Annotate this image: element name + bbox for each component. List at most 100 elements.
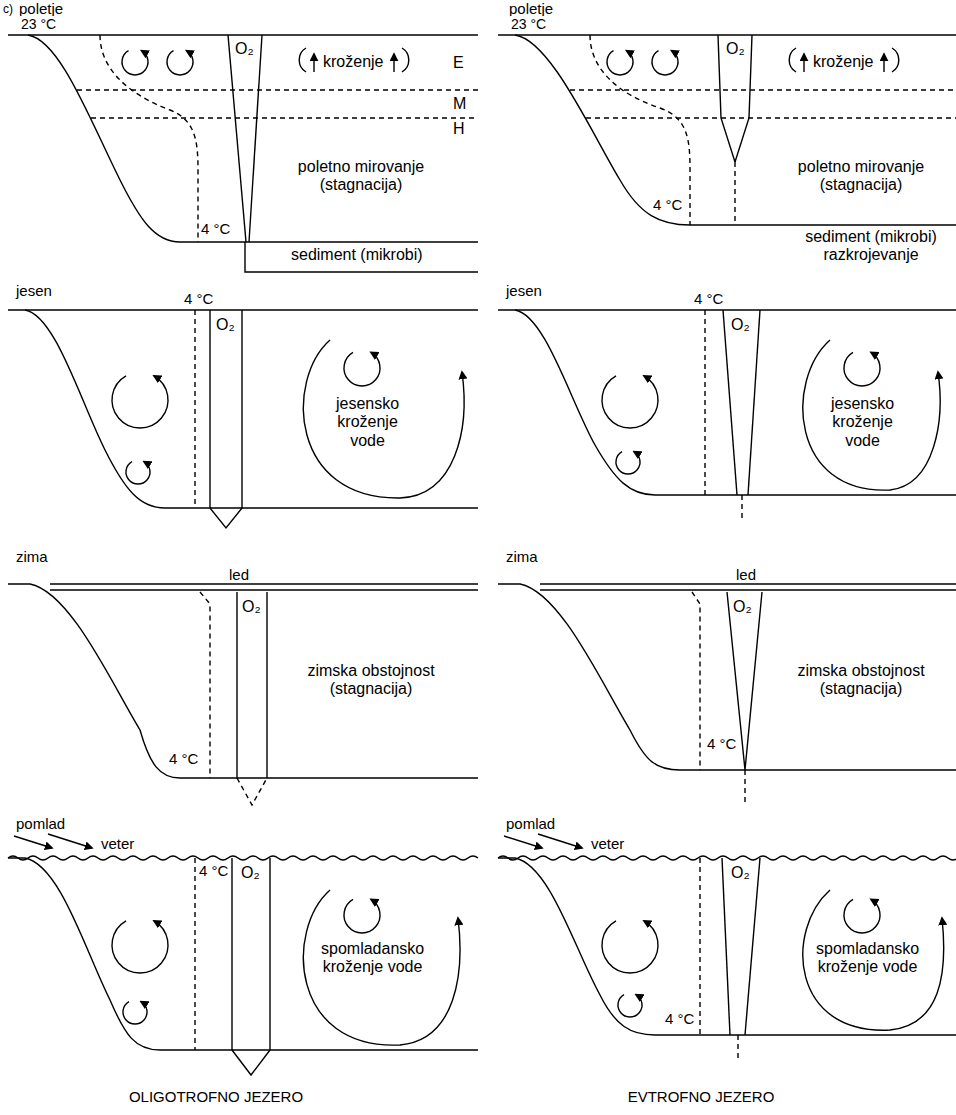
circulation-arrow <box>393 54 394 72</box>
layer-boundary <box>77 89 478 90</box>
circulation-arrow <box>123 1002 147 1024</box>
circulation-arrow <box>112 376 168 428</box>
circulation-arrow <box>303 340 464 498</box>
circulation-label: kroženje <box>812 53 874 71</box>
oxygen-profile <box>210 508 242 528</box>
lake-basin <box>25 310 478 508</box>
ice-label: led <box>228 566 250 583</box>
season-heading: poletje <box>508 0 554 17</box>
oxygen-profile <box>231 858 232 1050</box>
oxygen-profile <box>269 858 270 1050</box>
water-surface <box>498 309 956 310</box>
oxygen-profile <box>209 310 210 508</box>
wavy-surface <box>498 856 956 860</box>
oxygen-profile <box>236 592 237 778</box>
oxygen-label: O₂ <box>730 316 751 334</box>
lake-panel: zimaledO₂zimska obstojnost (stagnacija)4… <box>490 545 956 810</box>
ice-layer <box>50 589 478 590</box>
temperature-label: 4 °C <box>706 735 737 752</box>
circulation-label: spomladansko kroženje vode <box>320 940 425 977</box>
panel-letter: c) <box>2 3 14 17</box>
water-surface <box>8 309 478 310</box>
circulation-arrow <box>602 376 658 428</box>
oxygen-profile <box>241 310 242 508</box>
lake-panel: jesen4 °CO₂jesensko kroženje vode <box>490 280 956 535</box>
layer-boundary <box>586 117 956 118</box>
water-surface <box>498 34 956 35</box>
column-caption: EVTROFNO JEZERO <box>550 1088 852 1105</box>
stagnation-label: zimska obstojnost (stagnacija) <box>780 662 942 699</box>
temperature-profile <box>200 592 210 778</box>
lake-basin <box>28 35 478 242</box>
circulation-arrow <box>616 452 640 474</box>
oxygen-label: O₂ <box>240 864 261 882</box>
oxygen-profile <box>723 310 737 495</box>
spring-eutrophic <box>498 834 956 1060</box>
lake-basin <box>8 858 478 1050</box>
wind-arrow <box>48 834 92 848</box>
oxygen-profile <box>237 778 267 805</box>
temperature-label: 4 °C <box>652 196 683 213</box>
circulation-arrow <box>313 54 314 72</box>
layer-letter: E <box>452 54 465 72</box>
oxygen-profile <box>266 592 267 778</box>
stagnation-label: zimska obstojnost (stagnacija) <box>290 662 452 699</box>
lake-panel: pomlad veter 4 °C O₂ spomladansko kroženje v… <box>0 812 478 1080</box>
circulation-label: jesensko kroženje vode <box>335 395 400 450</box>
temperature-label: 4 °C <box>200 220 231 237</box>
oxygen-profile <box>228 35 246 242</box>
lake-basin <box>515 310 956 495</box>
oxygen-profile <box>744 770 745 805</box>
summer-eutrophic <box>498 35 956 225</box>
layer-letter: H <box>452 120 466 138</box>
winter-oligotrophic <box>8 584 478 805</box>
oxygen-profile <box>249 35 262 242</box>
season-heading: pomlad <box>505 815 556 832</box>
wind-label: veter <box>100 835 135 852</box>
sediment-label: sediment (mikrobi) <box>290 246 424 264</box>
circulation-arrow <box>618 995 642 1017</box>
oxygen-profile <box>745 858 760 1035</box>
lake-panel: jesen4 °CO₂jesensko kroženje vode <box>0 280 478 535</box>
circulation-arrow <box>344 352 380 386</box>
column-caption: OLIGOTROFNO JEZERO <box>60 1088 372 1105</box>
season-heading: jesen <box>15 282 53 299</box>
layer-boundary <box>570 89 956 90</box>
oxygen-label: O₂ <box>234 40 255 58</box>
circulation-arrow <box>607 51 633 75</box>
oxygen-profile <box>741 495 742 520</box>
temperature-label: 4 °C <box>664 1010 695 1027</box>
circulation-bracket <box>402 48 409 72</box>
wind-label: veter <box>590 835 625 852</box>
temperature-label: 4 °C <box>183 290 214 307</box>
circulation-arrow <box>883 54 884 72</box>
circulation-arrow <box>844 352 880 386</box>
temperature-label: 4 °C <box>693 290 724 307</box>
temperature-label: 4 °C <box>198 862 229 879</box>
lake-panel: poletje23 °CO₂kroženjeEMHpoletno mirovan… <box>0 0 478 275</box>
wind-arrow <box>14 836 52 848</box>
circulation-arrow <box>303 890 460 1045</box>
oxygen-profile <box>748 310 760 495</box>
oxygen-profile <box>232 1050 270 1075</box>
circulation-bracket <box>892 48 899 72</box>
circulation-bracket <box>789 48 796 72</box>
water-surface <box>8 34 478 35</box>
lake-panel: zima ledO₂ zimska obstojnost (stagnacija) 4… <box>0 545 478 810</box>
circulation-label: kroženje <box>322 53 384 71</box>
circulation-arrow <box>844 899 880 933</box>
lake-panel: pomladveterO₂spomladansko kroženje vode4… <box>490 812 956 1080</box>
ice-layer <box>540 589 956 590</box>
temperature-label: 23 °C <box>510 16 547 32</box>
season-heading: poletje <box>18 0 64 17</box>
season-heading: pomlad <box>15 815 66 832</box>
ice-label: led <box>735 566 757 583</box>
autumn-oligotrophic <box>8 310 478 528</box>
autumn-eutrophic <box>498 310 956 520</box>
oxygen-label: O₂ <box>241 598 262 616</box>
stagnation-label: poletno mirovanje (stagnacija) <box>780 158 942 195</box>
temperature-label: 4 °C <box>168 750 199 767</box>
circulation-arrow <box>803 340 940 490</box>
season-heading: zima <box>15 548 49 565</box>
